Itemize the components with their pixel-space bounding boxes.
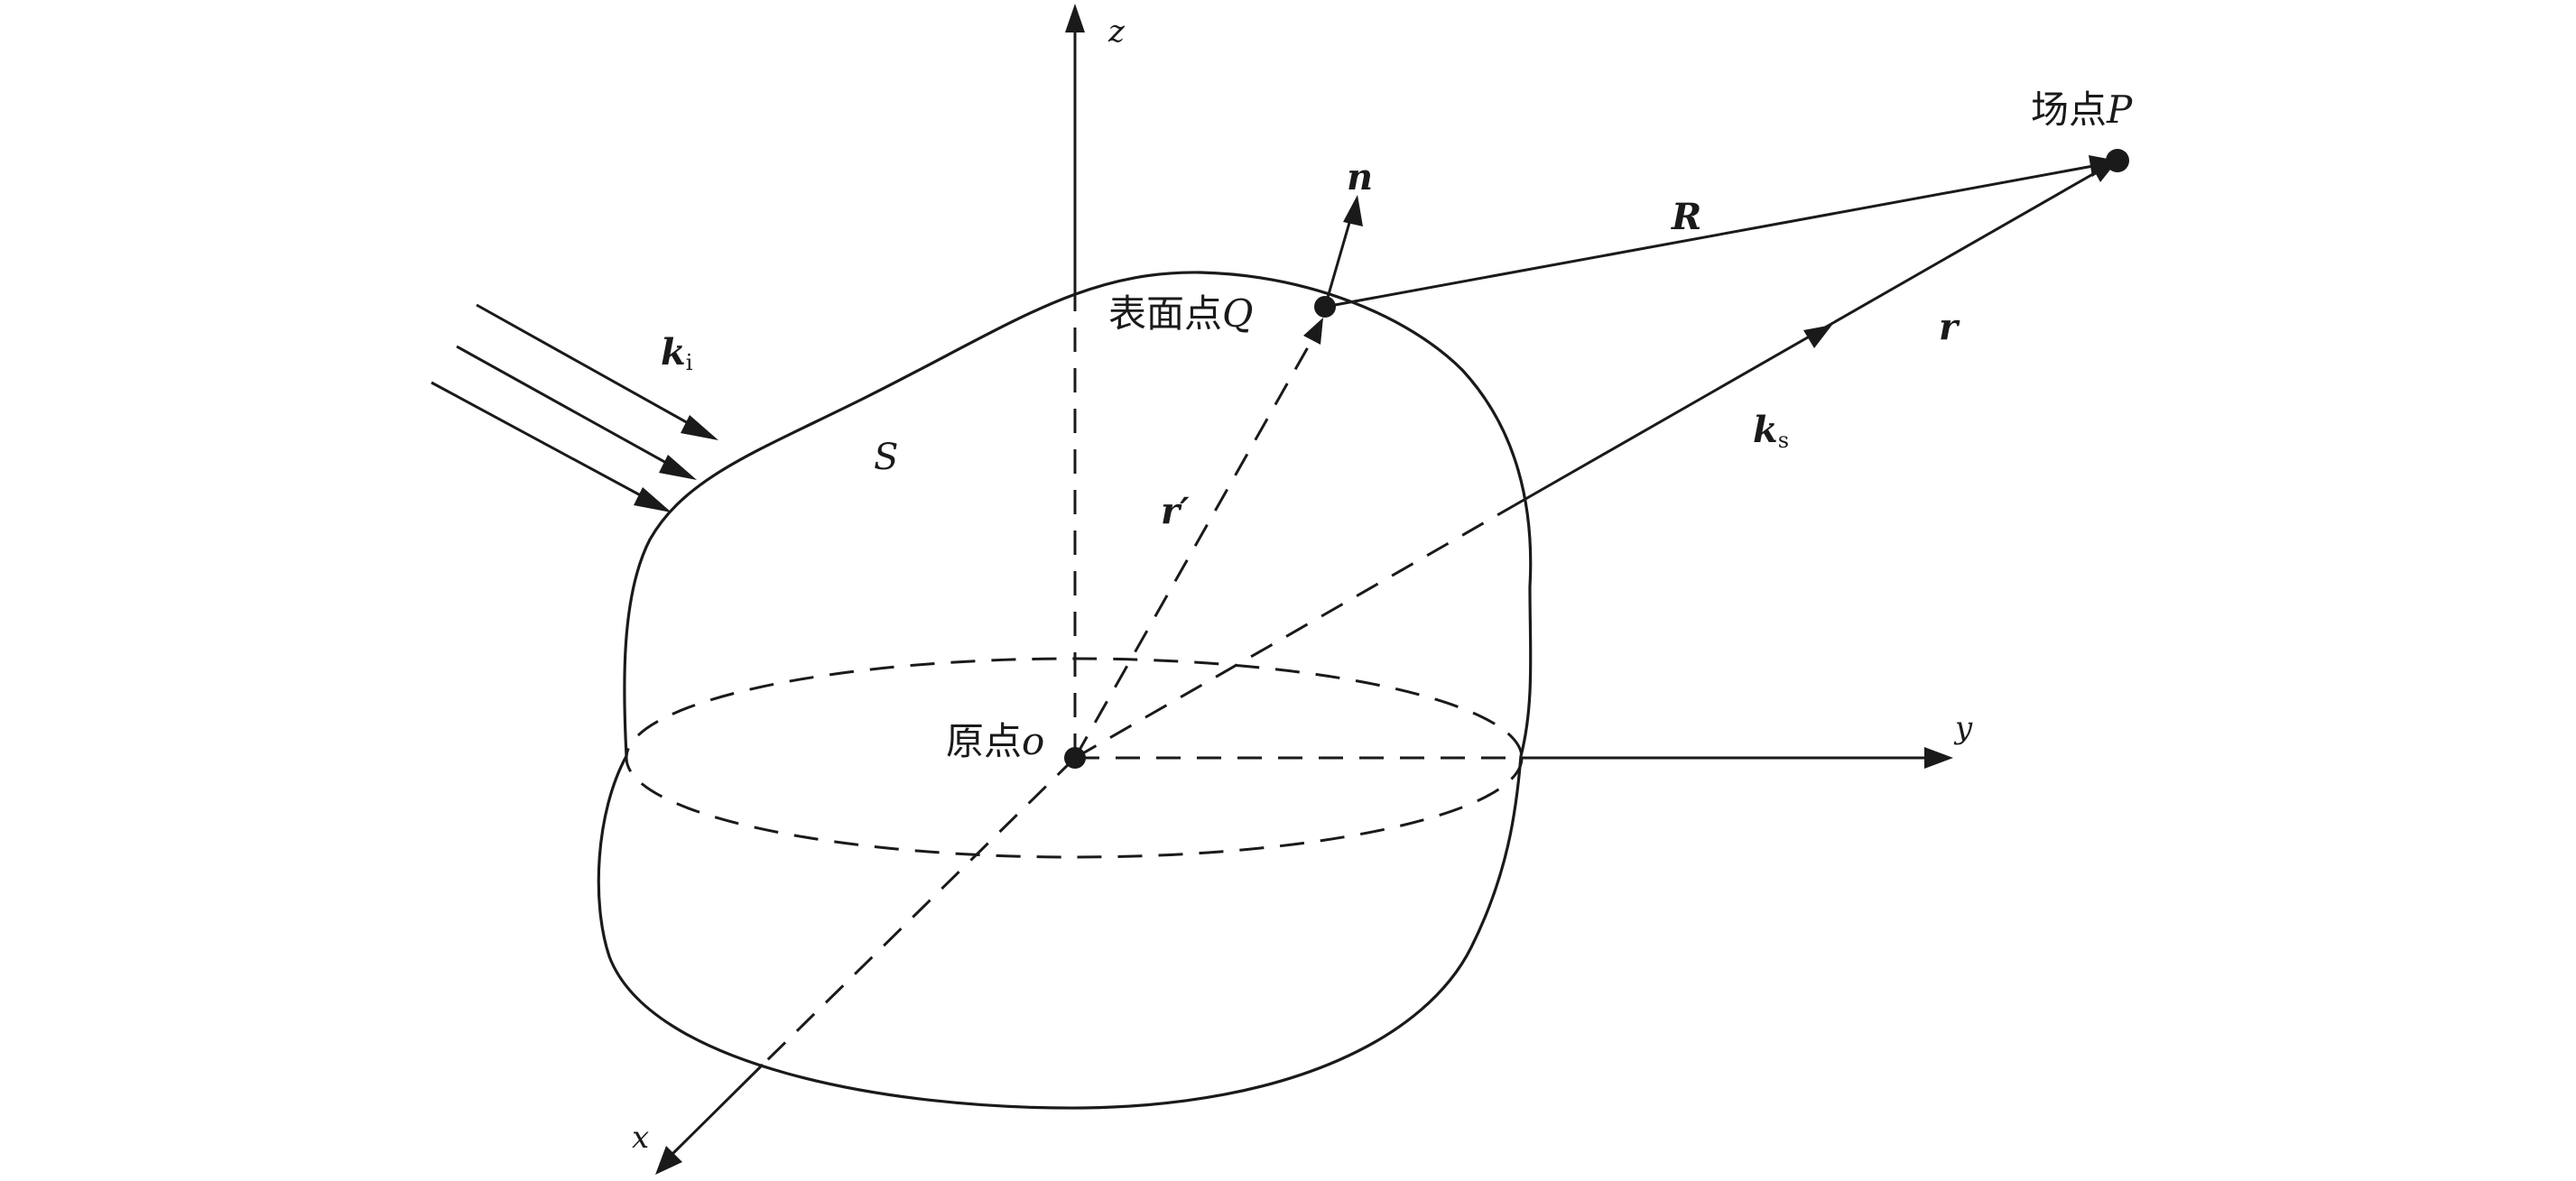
vector-r-prime [1073, 318, 1323, 759]
field-point-label: 场点P [2031, 88, 2133, 132]
R-line [1324, 162, 2104, 309]
incident-ray-2-arrowhead [659, 455, 697, 480]
scattered-wave-label: ks [1753, 409, 1789, 453]
distance-R-label: R [1671, 196, 1701, 238]
incident-ray-3 [431, 381, 660, 507]
ks-arrowhead [1803, 325, 1832, 348]
origin-symbol: o [1022, 719, 1044, 763]
coordinate-axes [655, 4, 1953, 1175]
scatterer-surface [597, 271, 1533, 1110]
incident-ray-2 [456, 345, 685, 475]
surface-point-text: 表面点 [1108, 291, 1222, 336]
vector-R [1324, 155, 2117, 309]
origin-text: 原点 [946, 719, 1022, 763]
y-axis-arrowhead [1924, 747, 1953, 769]
vector-n [1323, 195, 1363, 308]
x-axis-arrowhead [655, 1146, 682, 1175]
incident-subscript: i [686, 350, 693, 375]
origin-label: 原点o [946, 719, 1044, 763]
field-point-P [2106, 149, 2129, 172]
surface-point-symbol: Q [1222, 291, 1253, 336]
position-r-label: r [1939, 306, 1960, 348]
incident-ray-3-arrowhead [634, 487, 672, 512]
normal-n-label: n [1347, 156, 1373, 198]
incident-wave-arrows [431, 303, 718, 512]
z-axis-arrowhead [1065, 4, 1085, 32]
scattered-subscript: s [1778, 428, 1789, 453]
surface-point-Q [1314, 296, 1336, 318]
vector-r [1074, 161, 2117, 760]
field-point-symbol: P [2106, 88, 2133, 132]
incident-ray-1 [476, 303, 707, 435]
origin-point [1064, 747, 1086, 769]
source-position-r-prime-label: r′ [1161, 490, 1190, 532]
surface-S-label: S [874, 437, 898, 478]
incident-k-symbol: k [661, 331, 686, 374]
x-axis-hidden [761, 756, 1077, 1066]
surface-point-label: 表面点Q [1108, 291, 1253, 336]
r-prime-arrowhead [1303, 318, 1323, 345]
x-axis-solid [668, 1063, 764, 1158]
n-line [1323, 216, 1353, 308]
incident-ray-1-arrowhead [681, 415, 718, 440]
r-prime-line [1073, 326, 1321, 759]
z-axis-label: z [1107, 14, 1126, 50]
surface-upper-outline [623, 271, 1533, 757]
y-axis-label: y [1953, 710, 1973, 746]
surface-lower-outline [597, 755, 1523, 1110]
field-point-text: 场点 [2031, 88, 2107, 132]
incident-wave-label: ki [661, 331, 693, 375]
r-hidden-line [1074, 503, 1515, 760]
x-axis-label: x [632, 1120, 649, 1156]
scattered-k-symbol: k [1753, 409, 1778, 451]
n-arrowhead [1343, 195, 1363, 226]
